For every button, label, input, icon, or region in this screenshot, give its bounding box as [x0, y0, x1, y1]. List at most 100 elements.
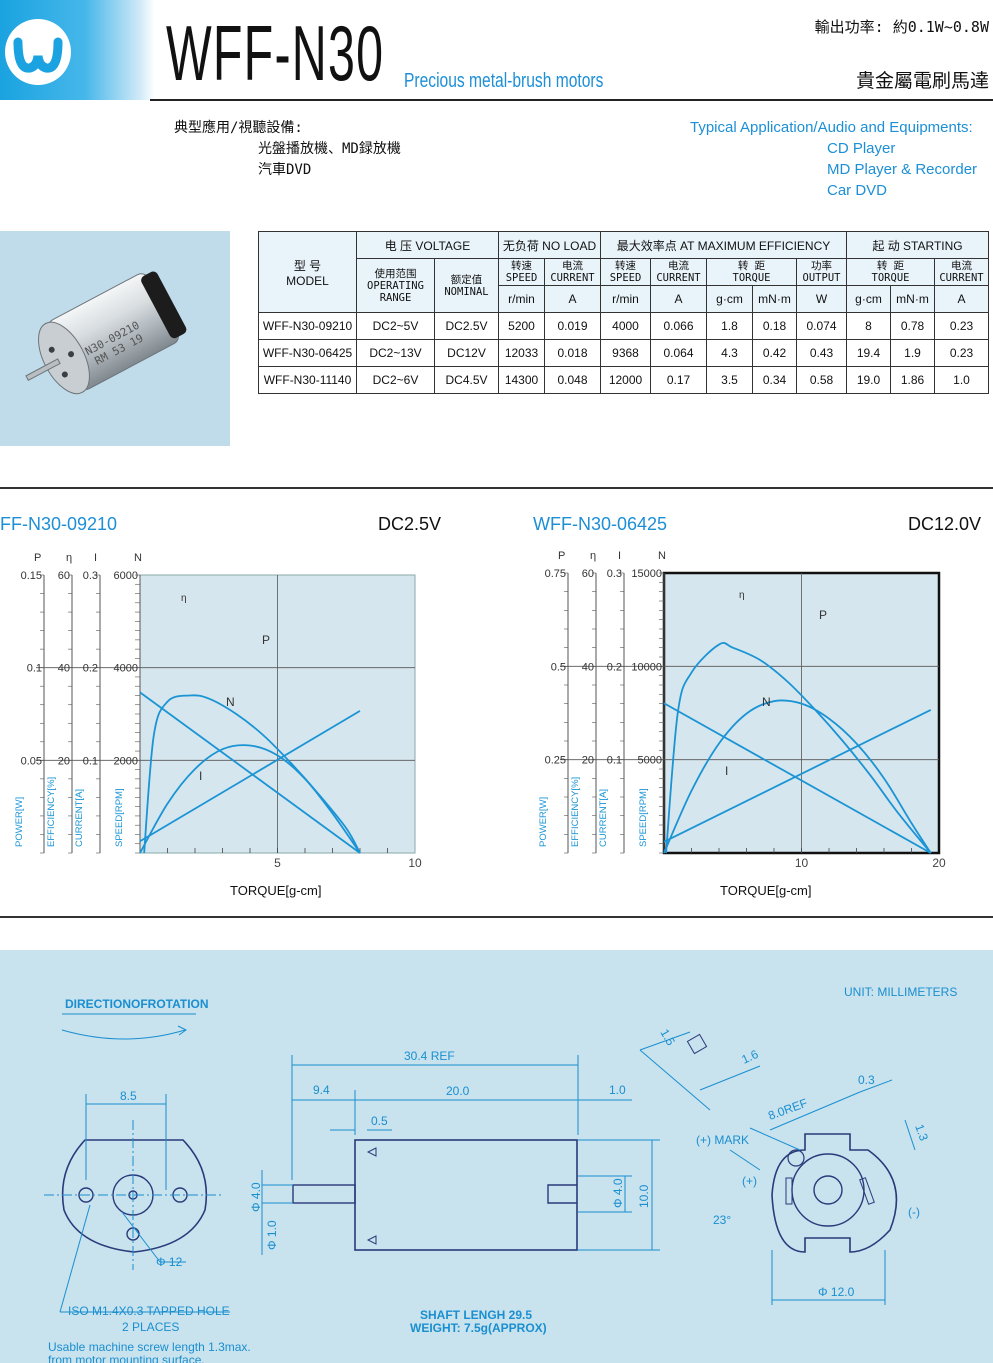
- speed-zh: 转速: [511, 260, 532, 272]
- y-tick-label: 40: [582, 661, 594, 673]
- output-zh: 功率: [811, 260, 832, 272]
- usable-note: Usable machine screw length 1.3max.: [48, 1340, 251, 1354]
- value-cell: 12000: [600, 366, 651, 394]
- series-line-η: [665, 642, 932, 854]
- y-tick-label: 0.2: [607, 661, 622, 673]
- value-cell: 0.048: [544, 366, 601, 394]
- axis-head: η: [590, 550, 596, 562]
- xaxis-label-right: TORQUE[g-cm]: [720, 883, 812, 898]
- unit-cell: A: [934, 285, 989, 313]
- axis-head: P: [34, 552, 41, 564]
- chart-title-left: FF-N30-09210: [0, 514, 118, 534]
- angle-label: 23°: [713, 1213, 731, 1227]
- nominal-zh: 额定值: [450, 273, 483, 286]
- section-divider: [0, 487, 993, 489]
- motor-image: N30-09210 RM 53 19: [25, 271, 187, 395]
- value-cell: 4.3: [706, 339, 753, 367]
- application-en-item: Car DVD: [827, 182, 888, 199]
- y-tick-label: 0.15: [21, 570, 42, 582]
- unit-cell: mN·m: [890, 285, 935, 313]
- x-tick-label: 20: [932, 856, 946, 870]
- application-en-item: CD Player: [827, 140, 896, 157]
- application-en: Typical Application/Audio and Equipments…: [690, 117, 977, 201]
- usable-note: from motor mounting surface.: [48, 1353, 205, 1363]
- value-cell: 0.78: [890, 312, 935, 340]
- y-tick-label: 0.1: [27, 663, 42, 675]
- unit-cell: r/min: [498, 285, 545, 313]
- value-cell: 0.019: [544, 312, 601, 340]
- torque-en: TORQUE: [871, 272, 910, 284]
- unit-cell: mN·m: [752, 285, 797, 313]
- value-cell: 9368: [600, 339, 651, 367]
- noload-header: 无负荷 NO LOAD: [498, 231, 601, 259]
- category-label: 貴金屬電刷馬達: [855, 71, 989, 92]
- y-tick-label: 60: [582, 568, 594, 580]
- y-tick-label: 60: [58, 570, 70, 582]
- axis-head: P: [558, 550, 565, 562]
- current-zh: 电流: [562, 260, 583, 272]
- curve-label: I: [199, 769, 202, 783]
- axis-name: CURRENT[A]: [74, 789, 85, 847]
- dim-label: 8.5: [120, 1089, 137, 1103]
- value-cell: 19.0: [846, 366, 891, 394]
- application-zh-line: 光盤播放機、MD録放機: [258, 141, 401, 157]
- axis-head: I: [94, 552, 97, 564]
- power-output: 輸出功率: 約0.1W~0.8W: [814, 18, 989, 36]
- current-zh: 电流: [951, 260, 972, 272]
- value-cell: 14300: [498, 366, 545, 394]
- unit-cell: A: [544, 285, 601, 313]
- dim-label: 8.0REF: [766, 1096, 809, 1123]
- model-cell: WFF-N30-11140: [258, 366, 357, 394]
- dim-label: 9.4: [313, 1083, 330, 1097]
- chart-voltage-right: DC12.0V: [908, 514, 982, 534]
- y-tick-label: 2000: [114, 755, 138, 767]
- curve-label: P: [819, 608, 827, 622]
- y-tick-label: 0.75: [545, 568, 566, 580]
- model-cell: WFF-N30-06425: [258, 339, 357, 367]
- current-en: CURRENT: [939, 272, 984, 284]
- y-tick-label: 15000: [631, 568, 662, 580]
- dim-label: 10.0: [637, 1184, 651, 1208]
- series-line-I: [139, 710, 361, 843]
- direction-label: DIRECTIONOFROTATION: [65, 997, 209, 1011]
- y-tick-label: 0.3: [83, 570, 98, 582]
- brand-logo: [5, 19, 71, 85]
- value-cell: 8: [846, 312, 891, 340]
- chart-voltage-left: DC2.5V: [378, 514, 442, 534]
- curve-label: I: [725, 764, 728, 778]
- y-tick-label: 0.2: [83, 663, 98, 675]
- value-cell: 0.018: [544, 339, 601, 367]
- current-en: CURRENT: [656, 272, 701, 284]
- unit-cell: g·cm: [706, 285, 753, 313]
- unit-cell: W: [796, 285, 847, 313]
- drawing-svg: DIRECTIONOFROTATION UNIT: MILLIMETERS 8.…: [44, 985, 957, 1363]
- value-cell: 1.86: [890, 366, 935, 394]
- x-tick-label: 10: [408, 856, 422, 870]
- unit-label: UNIT: MILLIMETERS: [844, 985, 957, 999]
- y-tick-label: 40: [58, 663, 70, 675]
- value-cell: 5200: [498, 312, 545, 340]
- dim-label: 0.5: [371, 1114, 388, 1128]
- model-header-en: MODEL: [286, 273, 329, 288]
- y-tick-label: 20: [58, 755, 70, 767]
- value-cell: DC2~5V: [356, 312, 435, 340]
- torque-en: TORQUE: [732, 272, 771, 284]
- torque-zh: 转 距: [737, 260, 766, 272]
- axis-name: EFFICIENCY[%]: [46, 777, 57, 847]
- value-cell: 12033: [498, 339, 545, 367]
- dim-label: 20.0: [446, 1084, 470, 1098]
- chart-title-right: WFF-N30-06425: [533, 514, 668, 534]
- value-cell: 4000: [600, 312, 651, 340]
- axis-name: POWER[W]: [538, 797, 549, 847]
